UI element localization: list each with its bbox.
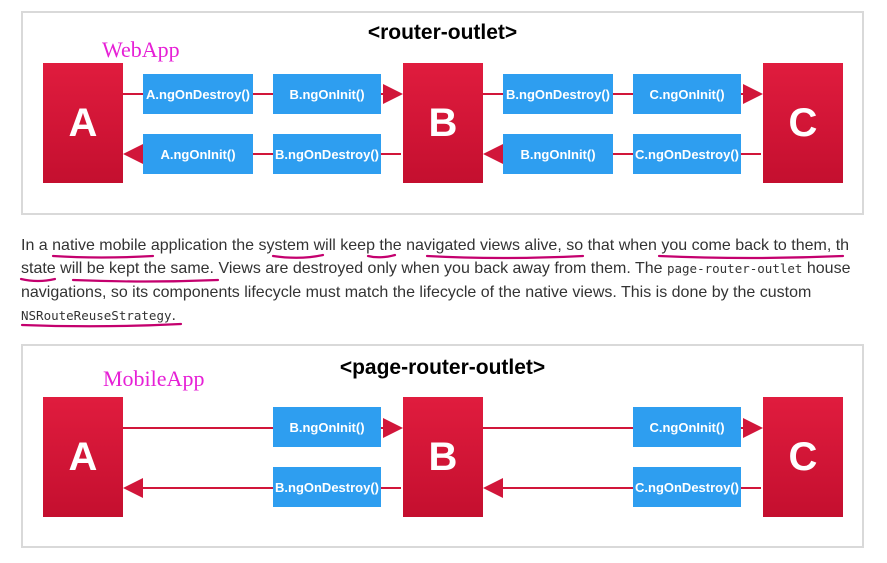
node-b: B [403,63,483,183]
code-page-router-outlet: page-router-outlet [666,261,803,276]
hook-b-ngoninit: B.ngOnInit() [273,407,381,447]
page-router-outlet-diagram: <page-router-outlet> MobileApp A B C B.n… [21,344,864,548]
hook-c-ngondestroy: C.ngOnDestroy() [633,467,741,507]
paragraph-line-3: navigations, so its components lifecycle… [21,284,812,301]
node-a: A [43,63,123,183]
highlight-navigated-views-alive: navigated views alive [406,237,558,254]
text-fragment: . Views are destroyed only when you back… [209,260,667,277]
text-fragment: application the [146,237,259,254]
diagram-title: <page-router-outlet> [339,356,546,379]
text-fragment: , so that [557,237,619,254]
paragraph-line-4: NSRouteReuseStrategy. [21,304,176,327]
hook-a-ngondestroy: A.ngOnDestroy() [143,74,253,114]
node-a: A [43,397,123,517]
code-nsroutereusestrategy: NSRouteReuseStrategy [21,308,172,323]
hook-c-ngoninit: C.ngOnInit() [633,74,741,114]
app-label-mobileapp: MobileApp [103,366,205,391]
app-label-webapp: WebApp [102,37,180,62]
paragraph-line-2: state will be kept the same. Views are d… [21,257,850,280]
hook-b-ngoninit: B.ngOnInit() [273,74,381,114]
text-fragment: house [802,260,851,277]
hook-a-ngoninit: A.ngOnInit() [143,134,253,174]
node-c: C [763,63,843,183]
hook-b-ngondestroy: B.ngOnDestroy() [273,134,381,174]
text-fragment: the [374,237,407,254]
node-c: C [763,397,843,517]
paragraph-line-1: In a native mobile application the syste… [21,234,849,257]
router-outlet-diagram: <router-outlet> WebApp A B C A.ngOnDestr… [21,11,864,215]
hook-b-ngoninit: B.ngOnInit() [503,134,613,174]
highlight-system: system [258,237,310,254]
highlight-native-mobile: native mobile [52,237,147,254]
diagram-title: <router-outlet> [367,21,518,44]
hook-b-ngondestroy: B.ngOnDestroy() [503,74,613,114]
highlight-keep: keep [340,237,375,254]
highlight-state: state [21,260,56,277]
text-fragment: , th [826,237,850,254]
text-fragment: . [171,307,176,324]
text-fragment: will [309,237,341,254]
node-b: B [403,397,483,517]
hook-c-ngondestroy: C.ngOnDestroy() [633,134,741,174]
highlight-come-back: when you come back to them [618,237,827,254]
highlight-kept-same: will be kept the same [60,260,210,277]
text-fragment: In a [21,237,53,254]
hook-c-ngoninit: C.ngOnInit() [633,407,741,447]
hook-b-ngondestroy: B.ngOnDestroy() [273,467,381,507]
